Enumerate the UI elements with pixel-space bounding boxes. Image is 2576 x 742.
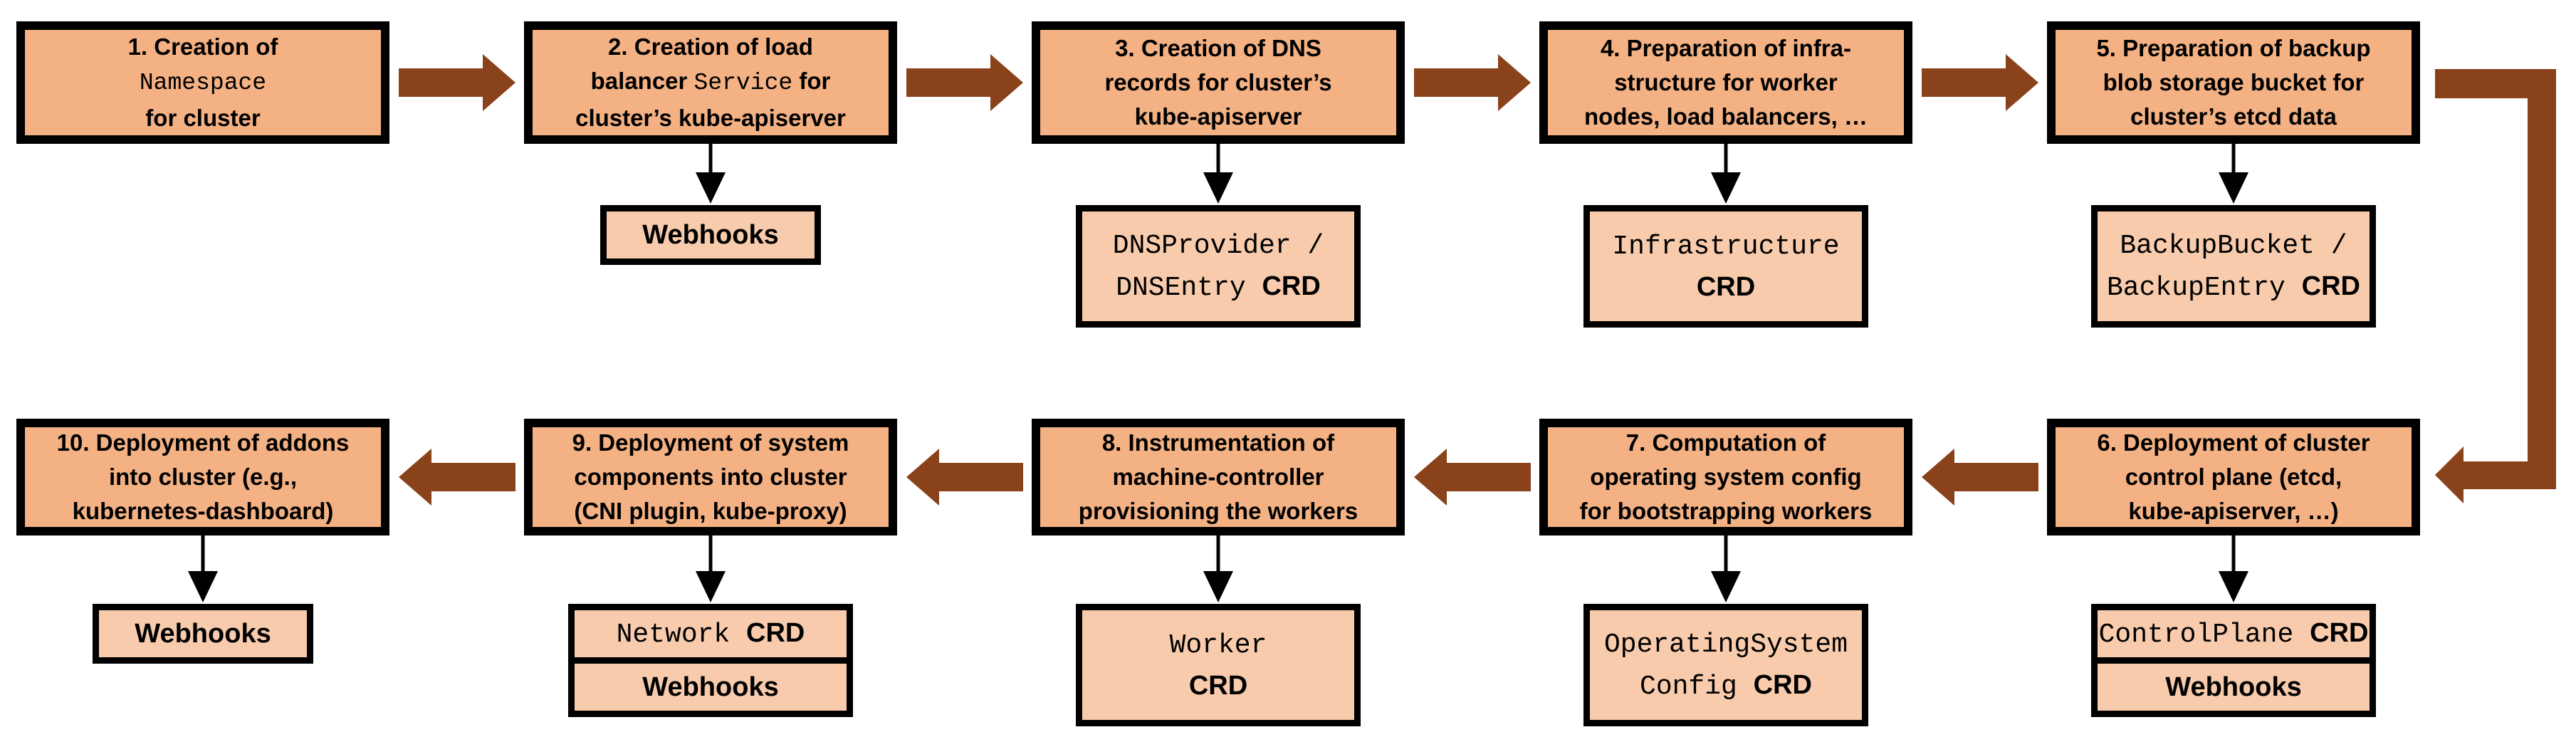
arrow-step9-to-step10-icon (399, 449, 515, 506)
step-box-4: 4. Preparation of infra- structure for w… (1539, 21, 1912, 144)
step-box-8: 8. Instrumentation of machine-controller… (1032, 419, 1405, 535)
artifact-box-step6-controlplane-crd: ControlPlane CRD Webhooks (2091, 604, 2376, 717)
connector-step10-webhooks (188, 534, 218, 602)
connector-step7-crd (1711, 534, 1741, 602)
step-title: 6. Deployment of cluster control plane (… (2097, 429, 2370, 525)
elbow-arrow-step5-to-step6-icon (2435, 69, 2556, 503)
artifact-label: Network CRD (616, 617, 805, 650)
artifact-label: OperatingSystem Config CRD (1603, 629, 1848, 702)
step-box-10: 10. Deployment of addons into cluster (e… (16, 419, 389, 535)
artifact-box-step9-network-crd: Network CRD Webhooks (568, 604, 853, 717)
step-box-3: 3. Creation of DNS records for cluster’s… (1032, 21, 1405, 144)
artifact-label: DNSProvider / DNSEntry CRD (1112, 231, 1324, 303)
step-box-1: 1. Creation of Namespace for cluster (16, 21, 389, 144)
step-box-6: 6. Deployment of cluster control plane (… (2047, 419, 2420, 535)
arrow-step7-to-step8-icon (1414, 449, 1531, 506)
step-title: 1. Creation of Namespace for cluster (127, 33, 278, 131)
arrow-step3-to-step4-icon (1414, 54, 1531, 111)
arrow-step6-to-step7-icon (1922, 449, 2038, 506)
artifact-label: Webhooks (642, 219, 779, 250)
arrow-step4-to-step5-icon (1922, 54, 2038, 111)
arrow-step1-to-step2-icon (399, 54, 515, 111)
artifact-box-step7-osc-crd: OperatingSystem Config CRD (1583, 604, 1868, 726)
artifact-label: Webhooks (2165, 672, 2302, 702)
step-title: 3. Creation of DNS records for cluster’s… (1104, 34, 1332, 130)
connector-step9-crd (696, 534, 726, 602)
step-box-2: 2. Creation of load balancer Service for… (524, 21, 897, 144)
artifact-cell-webhooks: Webhooks (2091, 657, 2376, 717)
connector-step6-crd (2219, 534, 2248, 602)
connector-step2-webhooks (696, 142, 726, 204)
connector-step8-crd (1203, 534, 1233, 602)
step-title: 10. Deployment of addons into cluster (e… (56, 429, 350, 525)
step-box-9: 9. Deployment of system components into … (524, 419, 897, 535)
artifact-label: Webhooks (135, 618, 271, 649)
artifact-box-step8-worker-crd: Worker CRD (1076, 604, 1361, 726)
artifact-label: Webhooks (642, 672, 779, 702)
step-box-5: 5. Preparation of backup blob storage bu… (2047, 21, 2420, 144)
step-box-7: 7. Computation of operating system confi… (1539, 419, 1912, 535)
artifact-box-step2-webhooks: Webhooks (600, 205, 821, 265)
step-title: 4. Preparation of infra- structure for w… (1584, 34, 1868, 130)
connector-step4-crd (1711, 142, 1741, 204)
connector-step5-crd (2219, 142, 2248, 204)
connector-step3-crd (1203, 142, 1233, 204)
artifact-cell-controlplane-crd: ControlPlane CRD (2091, 604, 2376, 664)
step-title: 9. Deployment of system components into … (572, 429, 849, 525)
step-title: 8. Instrumentation of machine-controller… (1078, 429, 1358, 525)
artifact-box-step4-infrastructure-crd: Infrastructure CRD (1583, 205, 1868, 328)
artifact-label: Worker CRD (1169, 630, 1267, 701)
step-title: 2. Creation of load balancer Service for… (575, 33, 846, 131)
arrow-step2-to-step3-icon (906, 54, 1023, 111)
arrow-step8-to-step9-icon (906, 449, 1023, 506)
artifact-box-step10-webhooks: Webhooks (93, 604, 313, 664)
artifact-cell-network-crd: Network CRD (568, 604, 853, 664)
artifact-label: Infrastructure CRD (1612, 231, 1840, 302)
artifact-box-step3-dns-crd: DNSProvider / DNSEntry CRD (1076, 205, 1361, 328)
step-title: 5. Preparation of backup blob storage bu… (2096, 34, 2371, 130)
artifact-label: BackupBucket / BackupEntry CRD (2107, 231, 2360, 303)
artifact-box-step5-backup-crd: BackupBucket / BackupEntry CRD (2091, 205, 2376, 328)
step-title: 7. Computation of operating system confi… (1579, 429, 1873, 525)
artifact-cell-webhooks: Webhooks (568, 657, 853, 717)
artifact-label: ControlPlane CRD (2098, 617, 2369, 650)
